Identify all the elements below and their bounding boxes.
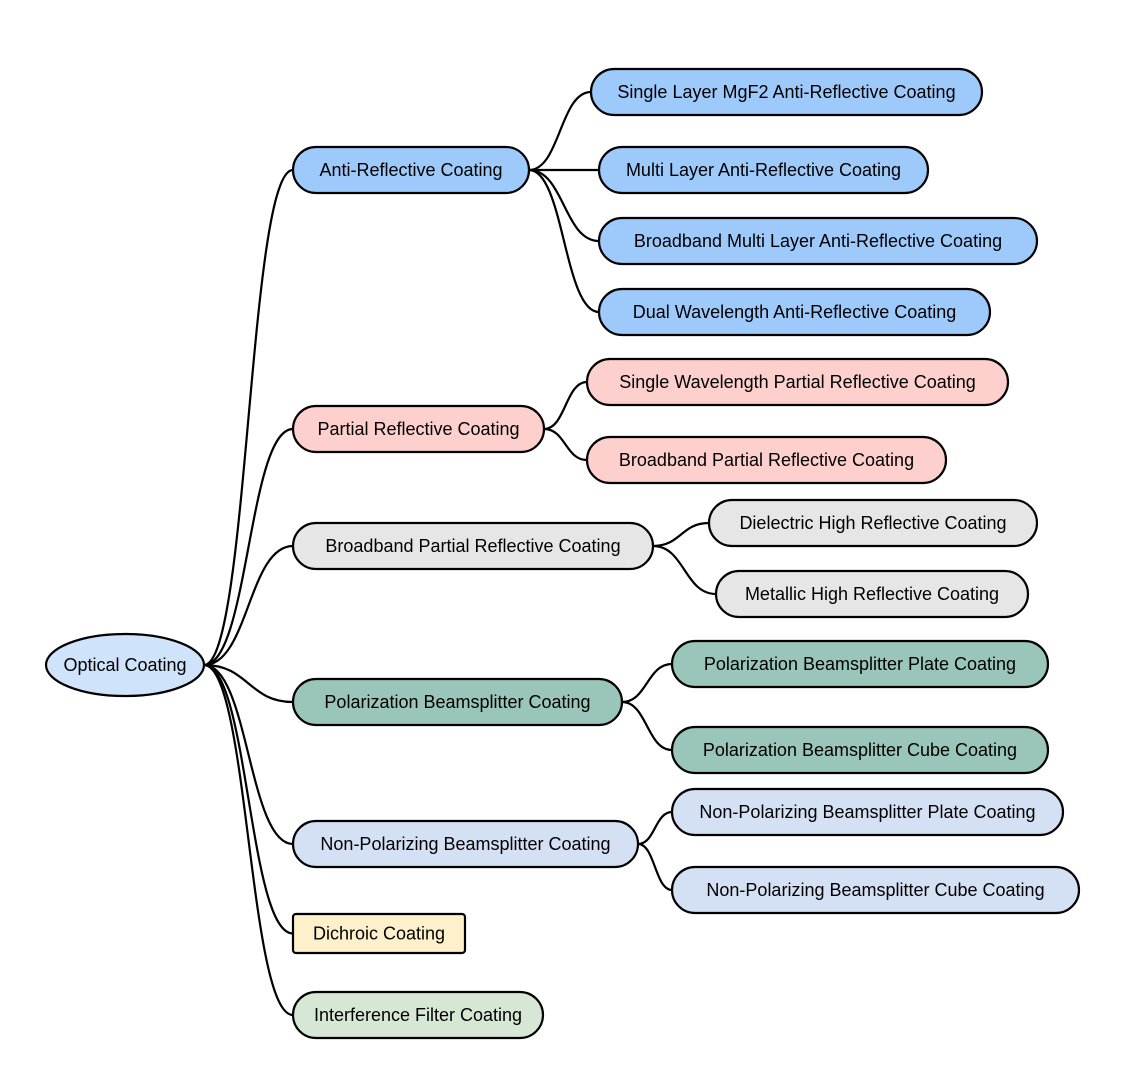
node-label-multi-layer-anti-reflective-coating: Multi Layer Anti-Reflective Coating	[626, 160, 901, 180]
node-label-optical-coating: Optical Coating	[63, 655, 186, 675]
node-partial-reflective-coating: Partial Reflective Coating	[291, 404, 546, 454]
node-box-single-wavelength-partial-reflective-coating	[585, 357, 1010, 407]
node-box-dual-wavelength-anti-reflective-coating	[597, 287, 992, 337]
node-box-anti-reflective-coating	[291, 145, 531, 195]
node-label-non-polarizing-beamsplitter-cube-coating: Non-Polarizing Beamsplitter Cube Coating	[706, 880, 1044, 900]
node-box-dichroic-coating	[291, 912, 467, 955]
connector-dielectric-high-reflective-coating	[652, 521, 710, 548]
node-metallic-high-reflective-coating: Metallic High Reflective Coating	[714, 569, 1030, 619]
node-polarization-beamsplitter-coating: Polarization Beamsplitter Coating	[291, 677, 624, 727]
node-label-polarization-beamsplitter-coating: Polarization Beamsplitter Coating	[324, 692, 590, 712]
connector-broadband-partial-reflective-coating-leaf	[543, 427, 588, 462]
node-label-interference-filter-coating: Interference Filter Coating	[314, 1005, 522, 1025]
node-non-polarizing-beamsplitter-cube-coating: Non-Polarizing Beamsplitter Cube Coating	[670, 865, 1081, 915]
node-box-single-layer-mgf2-anti-reflective-coating	[589, 67, 984, 117]
node-non-polarizing-beamsplitter-plate-coating: Non-Polarizing Beamsplitter Plate Coatin…	[670, 787, 1065, 837]
node-box-polarization-beamsplitter-cube-coating	[670, 725, 1050, 775]
node-label-polarization-beamsplitter-cube-coating: Polarization Beamsplitter Cube Coating	[703, 740, 1017, 760]
node-box-optical-coating	[44, 632, 206, 698]
node-box-polarization-beamsplitter-coating	[291, 677, 624, 727]
node-broadband-partial-reflective-coating: Broadband Partial Reflective Coating	[291, 521, 655, 571]
node-dual-wavelength-anti-reflective-coating: Dual Wavelength Anti-Reflective Coating	[597, 287, 992, 337]
node-label-non-polarizing-beamsplitter-plate-coating: Non-Polarizing Beamsplitter Plate Coatin…	[699, 802, 1035, 822]
node-label-broadband-multi-layer-anti-reflective-coating: Broadband Multi Layer Anti-Reflective Co…	[634, 231, 1002, 251]
connector-polarization-beamsplitter-coating	[203, 663, 294, 704]
connector-non-polarizing-beamsplitter-plate-coating	[637, 810, 673, 846]
node-box-broadband-partial-reflective-coating	[291, 521, 655, 571]
node-box-metallic-high-reflective-coating	[714, 569, 1030, 619]
node-label-dichroic-coating: Dichroic Coating	[313, 924, 445, 944]
node-label-broadband-partial-reflective-coating-leaf: Broadband Partial Reflective Coating	[619, 450, 914, 470]
connector-polarization-beamsplitter-plate-coating	[621, 662, 673, 704]
node-box-dielectric-high-reflective-coating	[707, 498, 1039, 548]
node-multi-layer-anti-reflective-coating: Multi Layer Anti-Reflective Coating	[597, 145, 930, 195]
node-box-interference-filter-coating	[291, 990, 545, 1040]
node-interference-filter-coating: Interference Filter Coating	[291, 990, 545, 1040]
node-dielectric-high-reflective-coating: Dielectric High Reflective Coating	[707, 498, 1039, 548]
node-box-broadband-multi-layer-anti-reflective-coating	[597, 216, 1039, 266]
connector-polarization-beamsplitter-cube-coating	[621, 700, 673, 752]
node-label-broadband-partial-reflective-coating: Broadband Partial Reflective Coating	[325, 536, 620, 556]
node-label-single-layer-mgf2-anti-reflective-coating: Single Layer MgF2 Anti-Reflective Coatin…	[617, 82, 955, 102]
node-broadband-multi-layer-anti-reflective-coating: Broadband Multi Layer Anti-Reflective Co…	[597, 216, 1039, 266]
node-label-partial-reflective-coating: Partial Reflective Coating	[317, 419, 519, 439]
node-label-dual-wavelength-anti-reflective-coating: Dual Wavelength Anti-Reflective Coating	[633, 302, 957, 322]
connector-interference-filter-coating	[203, 663, 294, 1017]
connector-non-polarizing-beamsplitter-coating	[203, 663, 294, 846]
node-label-polarization-beamsplitter-plate-coating: Polarization Beamsplitter Plate Coating	[704, 654, 1016, 674]
node-dichroic-coating: Dichroic Coating	[291, 912, 467, 955]
node-box-non-polarizing-beamsplitter-plate-coating	[670, 787, 1065, 837]
node-label-metallic-high-reflective-coating: Metallic High Reflective Coating	[745, 584, 999, 604]
connector-broadband-partial-reflective-coating	[203, 544, 294, 667]
node-single-layer-mgf2-anti-reflective-coating: Single Layer MgF2 Anti-Reflective Coatin…	[589, 67, 984, 117]
connector-broadband-multi-layer-anti-reflective-coating	[528, 168, 600, 243]
node-box-broadband-partial-reflective-coating-leaf	[585, 435, 948, 485]
node-box-non-polarizing-beamsplitter-cube-coating	[670, 865, 1081, 915]
node-single-wavelength-partial-reflective-coating: Single Wavelength Partial Reflective Coa…	[585, 357, 1010, 407]
connector-single-wavelength-partial-reflective-coating	[543, 380, 588, 431]
node-box-polarization-beamsplitter-plate-coating	[670, 639, 1050, 689]
connector-anti-reflective-coating	[203, 168, 294, 667]
connector-partial-reflective-coating	[203, 427, 294, 667]
node-non-polarizing-beamsplitter-coating: Non-Polarizing Beamsplitter Coating	[291, 819, 640, 869]
connector-dichroic-coating	[203, 663, 294, 935]
node-box-multi-layer-anti-reflective-coating	[597, 145, 930, 195]
node-label-dielectric-high-reflective-coating: Dielectric High Reflective Coating	[739, 513, 1006, 533]
connector-single-layer-mgf2-anti-reflective-coating	[528, 90, 592, 172]
node-label-non-polarizing-beamsplitter-coating: Non-Polarizing Beamsplitter Coating	[320, 834, 610, 854]
node-box-non-polarizing-beamsplitter-coating	[291, 819, 640, 869]
node-polarization-beamsplitter-cube-coating: Polarization Beamsplitter Cube Coating	[670, 725, 1050, 775]
connector-non-polarizing-beamsplitter-cube-coating	[637, 842, 673, 892]
connector-lines	[203, 90, 717, 1017]
connector-metallic-high-reflective-coating	[652, 544, 717, 596]
node-polarization-beamsplitter-plate-coating: Polarization Beamsplitter Plate Coating	[670, 639, 1050, 689]
node-label-single-wavelength-partial-reflective-coating: Single Wavelength Partial Reflective Coa…	[619, 372, 976, 392]
connector-dual-wavelength-anti-reflective-coating	[528, 168, 600, 314]
node-anti-reflective-coating: Anti-Reflective Coating	[291, 145, 531, 195]
node-box-partial-reflective-coating	[291, 404, 546, 454]
node-optical-coating: Optical Coating	[44, 632, 206, 698]
node-broadband-partial-reflective-coating-leaf: Broadband Partial Reflective Coating	[585, 435, 948, 485]
node-label-anti-reflective-coating: Anti-Reflective Coating	[319, 160, 502, 180]
